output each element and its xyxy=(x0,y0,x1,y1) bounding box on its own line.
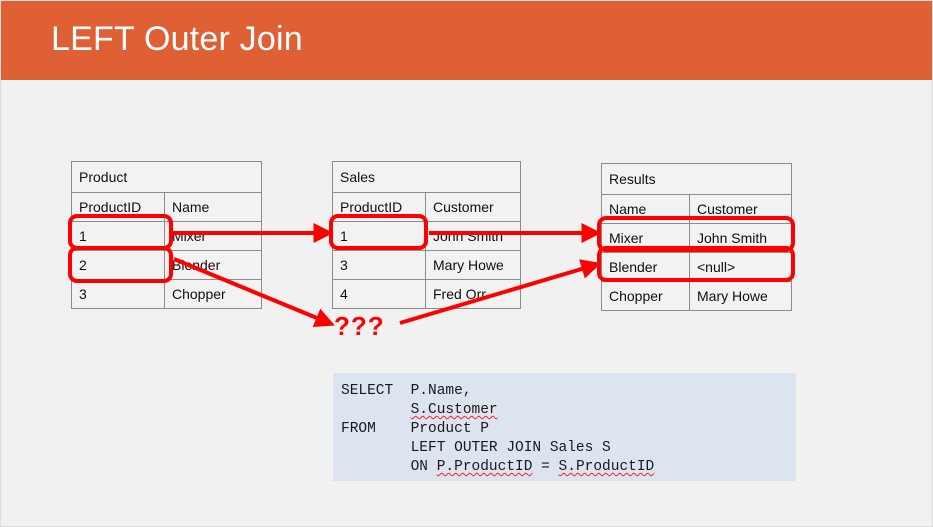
sql-line-1: SELECT P.Name, xyxy=(341,382,796,401)
sql-body-3: Product P xyxy=(410,421,489,437)
results-cell-customer-3: Mary Howe xyxy=(689,281,792,311)
results-cell-name-1: Mixer xyxy=(601,223,690,253)
results-col-customer: Customer xyxy=(689,194,792,224)
sales-cell-id-1: 1 xyxy=(332,221,426,251)
table-header-row: ProductID Name xyxy=(71,192,262,222)
sql-body-4: LEFT OUTER JOIN Sales S xyxy=(410,440,611,456)
sql-operator-eq: = xyxy=(532,459,559,475)
product-cell-id-1: 1 xyxy=(71,221,165,251)
sql-field-s-customer: S.Customer xyxy=(410,402,498,418)
table-row: 1 John Smith xyxy=(332,221,521,251)
table-row: 3 Mary Howe xyxy=(332,250,521,280)
results-cell-customer-2: <null> xyxy=(689,252,792,282)
sql-keyword-select: SELECT xyxy=(341,383,394,399)
results-cell-name-2: Blender xyxy=(601,252,690,282)
sales-cell-id-2: 3 xyxy=(332,250,426,280)
sales-cell-id-3: 4 xyxy=(332,279,426,309)
product-cell-id-3: 3 xyxy=(71,279,165,309)
results-col-name: Name xyxy=(601,194,690,224)
sql-line-5: ON P.ProductID = S.ProductID xyxy=(341,458,796,477)
sql-body-1: P.Name, xyxy=(410,383,472,399)
table-title-row: Results xyxy=(601,163,792,195)
table-header-row: ProductID Customer xyxy=(332,192,521,222)
table-row: 4 Fred Orr xyxy=(332,279,521,309)
page-title: LEFT Outer Join xyxy=(51,20,303,58)
unknown-marker: ??? xyxy=(334,311,385,341)
table-row: 3 Chopper xyxy=(71,279,262,309)
sales-cell-customer-3: Fred Orr xyxy=(425,279,521,309)
product-cell-name-2: Blender xyxy=(164,250,262,280)
sales-cell-customer-2: Mary Howe xyxy=(425,250,521,280)
sales-table: Sales ProductID Customer 1 John Smith 3 … xyxy=(332,161,521,309)
table-row: 1 Mixer xyxy=(71,221,262,251)
product-cell-name-3: Chopper xyxy=(164,279,262,309)
results-table-title: Results xyxy=(601,163,792,195)
product-table-title: Product xyxy=(71,161,262,193)
sql-line-2: S.Customer xyxy=(341,401,796,420)
sql-field-p-productid: P.ProductID xyxy=(436,459,533,475)
product-col-name: Name xyxy=(164,192,262,222)
sql-code-block: SELECT P.Name, S.Customer FROM Product P L… xyxy=(333,373,796,481)
product-cell-id-2: 2 xyxy=(71,250,165,280)
table-row: Chopper Mary Howe xyxy=(601,281,792,311)
sql-field-s-productid: S.ProductID xyxy=(558,459,655,475)
table-header-row: Name Customer xyxy=(601,194,792,224)
slide-header-banner xyxy=(1,1,932,80)
table-row: Mixer John Smith xyxy=(601,223,792,253)
product-cell-name-1: Mixer xyxy=(164,221,262,251)
sql-keyword-from: FROM xyxy=(341,421,376,437)
sql-line-3: FROM Product P xyxy=(341,420,796,439)
results-cell-customer-1: John Smith xyxy=(689,223,792,253)
table-title-row: Sales xyxy=(332,161,521,193)
table-row: Blender <null> xyxy=(601,252,792,282)
sales-col-productid: ProductID xyxy=(332,192,426,222)
sql-body-5: ON xyxy=(410,459,437,475)
sql-line-4: LEFT OUTER JOIN Sales S xyxy=(341,439,796,458)
sales-table-title: Sales xyxy=(332,161,521,193)
product-table: Product ProductID Name 1 Mixer 2 Blender… xyxy=(71,161,262,309)
table-title-row: Product xyxy=(71,161,262,193)
product-col-productid: ProductID xyxy=(71,192,165,222)
sales-cell-customer-1: John Smith xyxy=(425,221,521,251)
table-row: 2 Blender xyxy=(71,250,262,280)
results-cell-name-3: Chopper xyxy=(601,281,690,311)
sales-col-customer: Customer xyxy=(425,192,521,222)
results-table: Results Name Customer Mixer John Smith B… xyxy=(601,163,792,311)
